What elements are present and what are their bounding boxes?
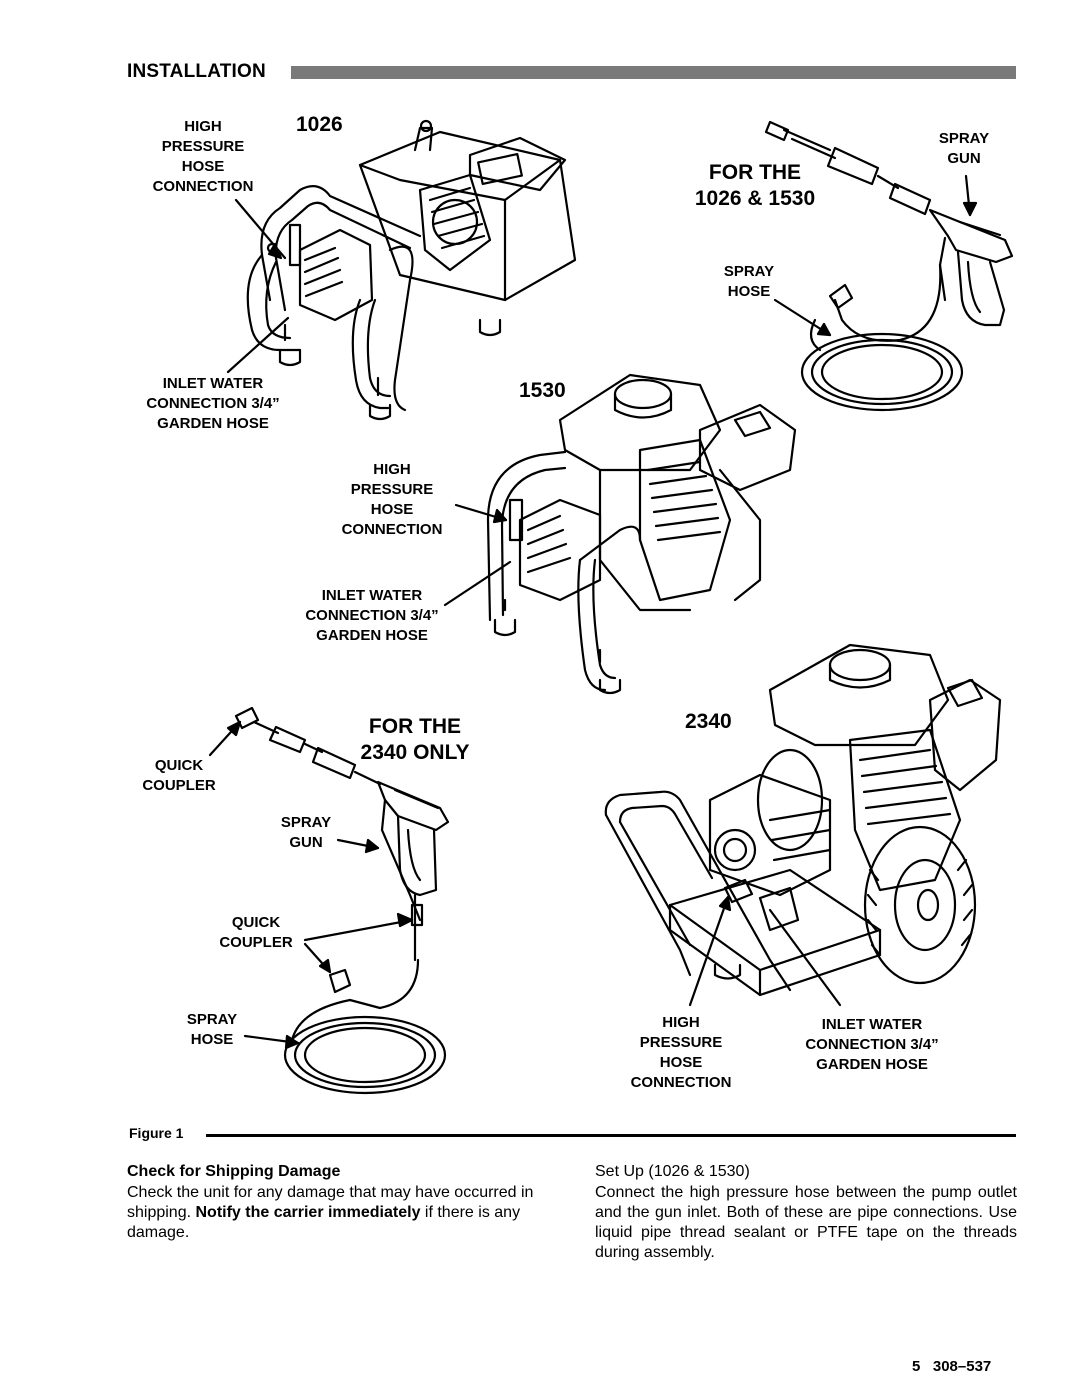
figure-label: Figure 1 [129, 1125, 184, 1141]
page-footer: 5 308–537 [912, 1358, 991, 1375]
inlet-water-label-1530: INLET WATER CONNECTION 3/4” GARDEN HOSE [305, 587, 439, 644]
quick-coupler-label-2: QUICK COUPLER [219, 914, 293, 951]
spray-gun-bottom-drawing [208, 706, 450, 1095]
inlet-water-label-2340: INLET WATER CONNECTION 3/4” GARDEN HOSE [805, 1016, 939, 1073]
model-1026-label: 1026 [296, 113, 343, 136]
pressure-washer-2340-drawing [604, 643, 1002, 1007]
doc-number: 308–537 [932, 1358, 992, 1375]
for-2340-callout: FOR THE 2340 ONLY [360, 715, 470, 764]
page-number: 5 [912, 1358, 921, 1375]
model-1530-label: 1530 [519, 379, 566, 402]
spray-hose-label-top: SPRAY HOSE [723, 263, 775, 300]
spray-gun-top-drawing [764, 120, 1014, 412]
model-2340-label: 2340 [685, 710, 732, 733]
section-heading: INSTALLATION [127, 61, 266, 82]
shipping-damage-text: Check the unit for any damage that may h… [127, 1184, 534, 1241]
spray-gun-label-bottom: SPRAY GUN [280, 814, 332, 851]
hp-hose-connection-label-2340: HIGH PRESSURE HOSE CONNECTION [630, 1014, 732, 1091]
setup-title: Set Up (1026 & 1530) [595, 1163, 750, 1180]
setup-section: Set Up (1026 & 1530) Connect the high pr… [595, 1163, 1017, 1263]
setup-text: Connect the high pressure hose between t… [595, 1184, 1017, 1261]
pressure-washer-1026-drawing [226, 119, 577, 421]
spray-gun-label-top: SPRAY GUN [938, 130, 990, 167]
for-1026-1530-callout: FOR THE 1026 & 1530 [694, 161, 816, 210]
quick-coupler-label-1: QUICK COUPLER [142, 757, 216, 794]
inlet-water-label-1026: INLET WATER CONNECTION 3/4” GARDEN HOSE [146, 375, 280, 432]
shipping-damage-section: Check for Shipping Damage Check the unit… [127, 1163, 555, 1243]
figure-rule [206, 1134, 1016, 1137]
hp-hose-connection-label-1530: HIGH PRESSURE HOSE CONNECTION [341, 461, 443, 538]
spray-hose-label-bottom: SPRAY HOSE [186, 1011, 238, 1048]
shipping-damage-title: Check for Shipping Damage [127, 1163, 341, 1180]
hp-hose-connection-label-1026: HIGH PRESSURE HOSE CONNECTION [152, 118, 254, 195]
heading-bar [291, 66, 1016, 79]
pressure-washer-1530-drawing [443, 373, 797, 695]
